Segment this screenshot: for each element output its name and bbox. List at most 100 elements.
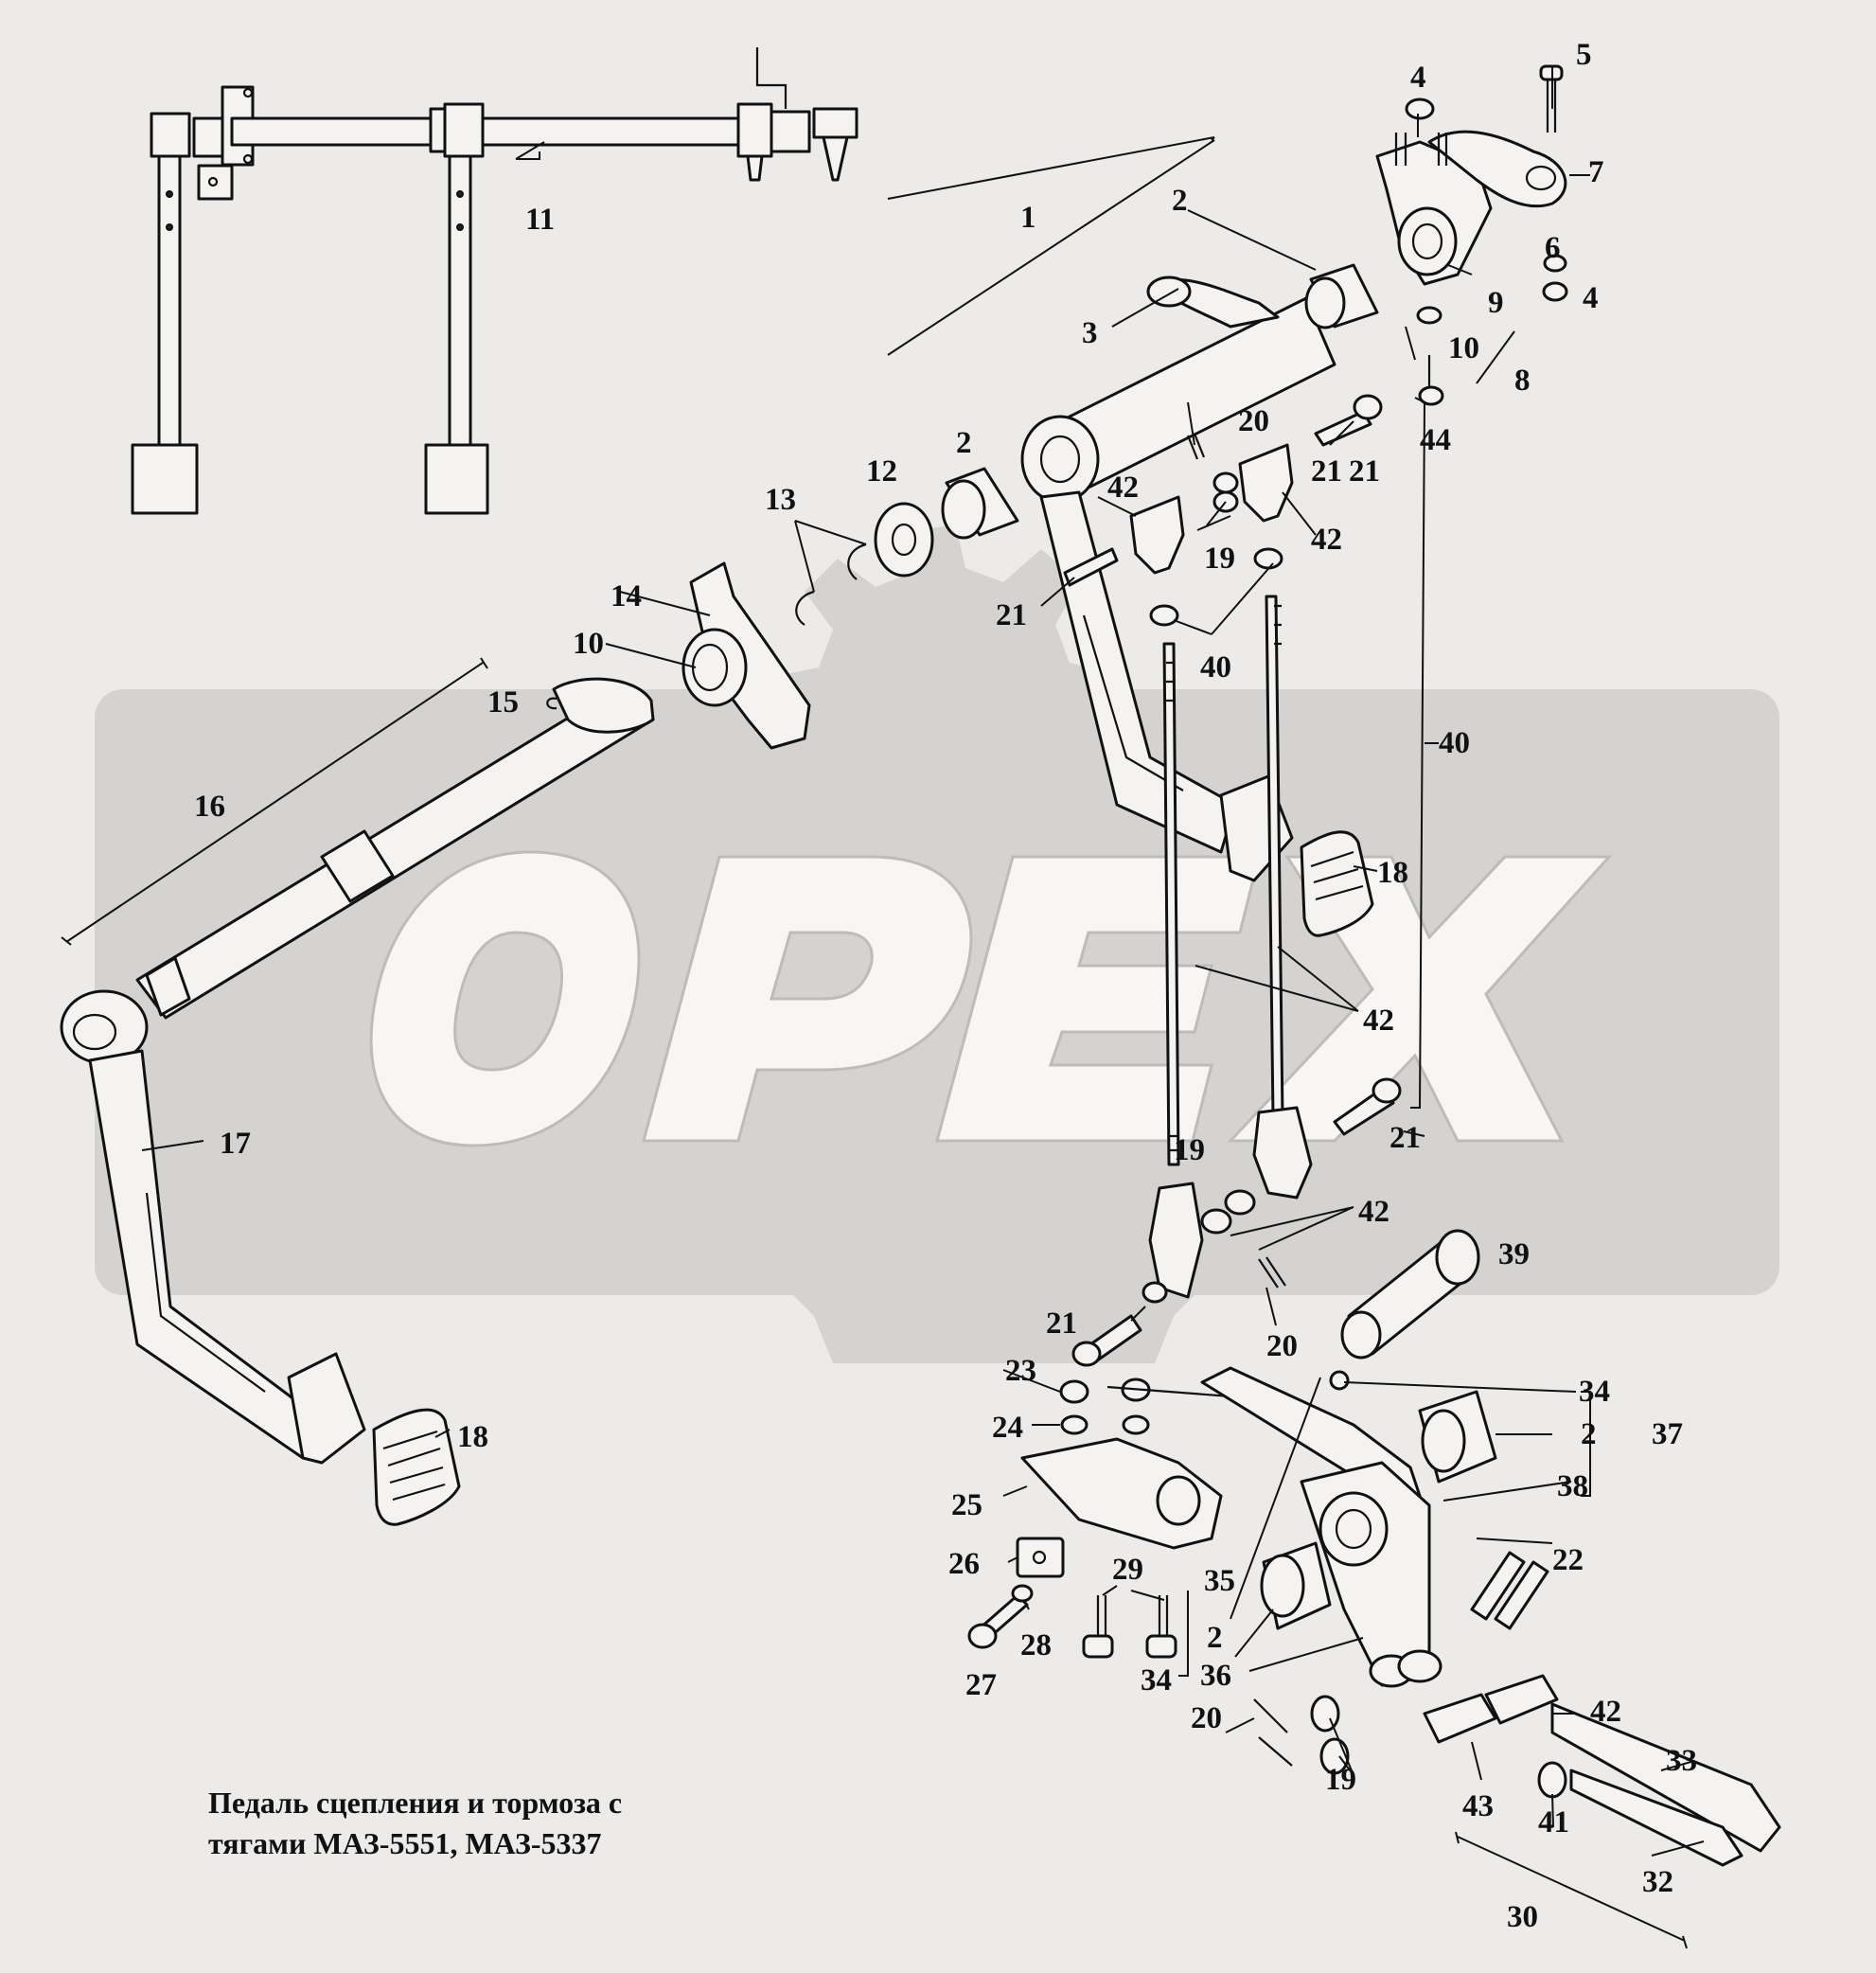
part-label: 40: [1200, 650, 1231, 684]
brake-pedal-assembly: [1020, 263, 1379, 937]
pin-21-top: [1314, 410, 1372, 447]
part-label: 19: [1204, 542, 1235, 576]
washer-23-a: [1060, 1414, 1088, 1435]
part-label: 14: [611, 579, 642, 613]
part-label: 44: [1420, 423, 1451, 457]
part-label: 5: [1576, 38, 1592, 72]
part-label: 2: [1172, 184, 1188, 218]
pedal-foot-plate: [287, 1352, 366, 1465]
part-label: 17: [220, 1127, 251, 1161]
part-label: 39: [1498, 1237, 1530, 1271]
part-label: 38: [1557, 1469, 1588, 1503]
part-label: 6: [1545, 231, 1561, 265]
rod-32: [1550, 1702, 1781, 1853]
part-label: 11: [525, 203, 555, 237]
part-label: 19: [1174, 1133, 1205, 1167]
part-label: 20: [1191, 1701, 1222, 1735]
nut-40-lower: [1537, 1761, 1567, 1799]
part-label: 29: [1112, 1553, 1143, 1587]
part-label: 18: [457, 1420, 488, 1454]
part-label: 12: [866, 454, 897, 489]
watermark-letter-O: [369, 850, 641, 1147]
part-label: 4: [1410, 61, 1426, 95]
pin-21-lower: [1470, 1551, 1526, 1621]
part-label: 21: [1349, 454, 1380, 489]
upper-bracket-group: [1375, 64, 1568, 406]
part-label: 21: [1046, 1306, 1077, 1341]
part-label: 23: [1005, 1354, 1036, 1388]
part-label: 28: [1020, 1628, 1052, 1662]
part-label: 19: [1325, 1763, 1356, 1797]
part-label: 35: [1204, 1564, 1235, 1598]
part-label: 42: [1358, 1195, 1389, 1229]
washer-44: [1416, 306, 1442, 325]
part-label: 20: [1238, 404, 1269, 438]
rod-assembly: [1071, 394, 1402, 1367]
inset-pedal-assembly: [131, 47, 858, 515]
nut-40-a: [1149, 604, 1179, 627]
washer-19-a: [1310, 1695, 1340, 1733]
part-label: 42: [1107, 471, 1139, 505]
brake-pedal-hub: [1020, 415, 1100, 504]
part-label: 10: [573, 627, 604, 661]
pedal-pad-18-right: [1300, 830, 1374, 937]
washer-23-b: [1122, 1414, 1150, 1435]
washer-27: [1011, 1584, 1034, 1603]
part-label: 36: [1200, 1659, 1231, 1693]
part-label: 22: [1552, 1543, 1584, 1577]
plate-25: [1016, 1537, 1065, 1578]
part-label: 34: [1579, 1375, 1610, 1409]
part-label: 8: [1514, 364, 1531, 398]
part-label: 16: [194, 790, 225, 824]
rod-41-left: [1162, 642, 1180, 1166]
part-label: 2: [956, 426, 972, 460]
nut-40-b: [1253, 547, 1283, 570]
part-label: 13: [765, 483, 796, 517]
bolt-28-b: [1145, 1634, 1177, 1659]
part-label: 26: [948, 1547, 980, 1581]
nut-4-top: [1405, 98, 1435, 120]
part-label: 25: [951, 1488, 982, 1522]
part-label: 15: [487, 685, 519, 720]
part-label: 32: [1642, 1865, 1673, 1899]
part-label: 7: [1588, 155, 1604, 189]
grease-fitting-34: [1329, 1370, 1350, 1391]
clevis-42-f: [1484, 1674, 1559, 1725]
clevis-42-c: [1252, 1106, 1313, 1200]
stud-43: [1418, 385, 1444, 406]
caption-line-1: Педаль сцепления и тормоза с: [208, 1786, 622, 1820]
part-label: 27: [965, 1668, 997, 1702]
part-label: 41: [1538, 1805, 1569, 1840]
part-label: 10: [1448, 331, 1479, 365]
part-label: 21: [1311, 454, 1342, 489]
part-labels: 1 2 2 2 2 3 4 4 5 6 7 8 9 10 10 11 12 13…: [194, 38, 1697, 1934]
clevis-42-b: [1238, 443, 1294, 523]
caption-line-2: тягами МАЗ-5551, МАЗ-5337: [208, 1826, 602, 1860]
part-label: 3: [1082, 316, 1098, 350]
part-label: 33: [1666, 1744, 1697, 1778]
rod-30: [1569, 1769, 1743, 1867]
clutch-pedal-assembly: [60, 677, 655, 1526]
part-label: 21: [1389, 1121, 1421, 1155]
part-label: 42: [1311, 523, 1342, 557]
part-label: 18: [1377, 856, 1408, 890]
part-label: 43: [1462, 1789, 1494, 1823]
part-label: 42: [1363, 1004, 1394, 1038]
part-label: 34: [1141, 1663, 1172, 1697]
part-label: 37: [1652, 1417, 1683, 1451]
part-label: 40: [1439, 726, 1470, 760]
diagram-caption: Педаль сцепления и тормоза с тягами МАЗ-…: [208, 1786, 622, 1860]
part-label: 42: [1590, 1695, 1621, 1729]
clevis-42-a: [1129, 495, 1185, 575]
nut-22-a: [1059, 1379, 1089, 1404]
left-bracket-group: [546, 467, 1019, 750]
lower-lever-group: [967, 1229, 1781, 1867]
clevis-42-e: [1423, 1693, 1497, 1744]
part-label: 9: [1488, 286, 1504, 320]
part-label: 21: [996, 598, 1027, 632]
part-label: 1: [1020, 201, 1036, 235]
part-label: 30: [1507, 1900, 1538, 1934]
washer-12: [874, 502, 934, 578]
